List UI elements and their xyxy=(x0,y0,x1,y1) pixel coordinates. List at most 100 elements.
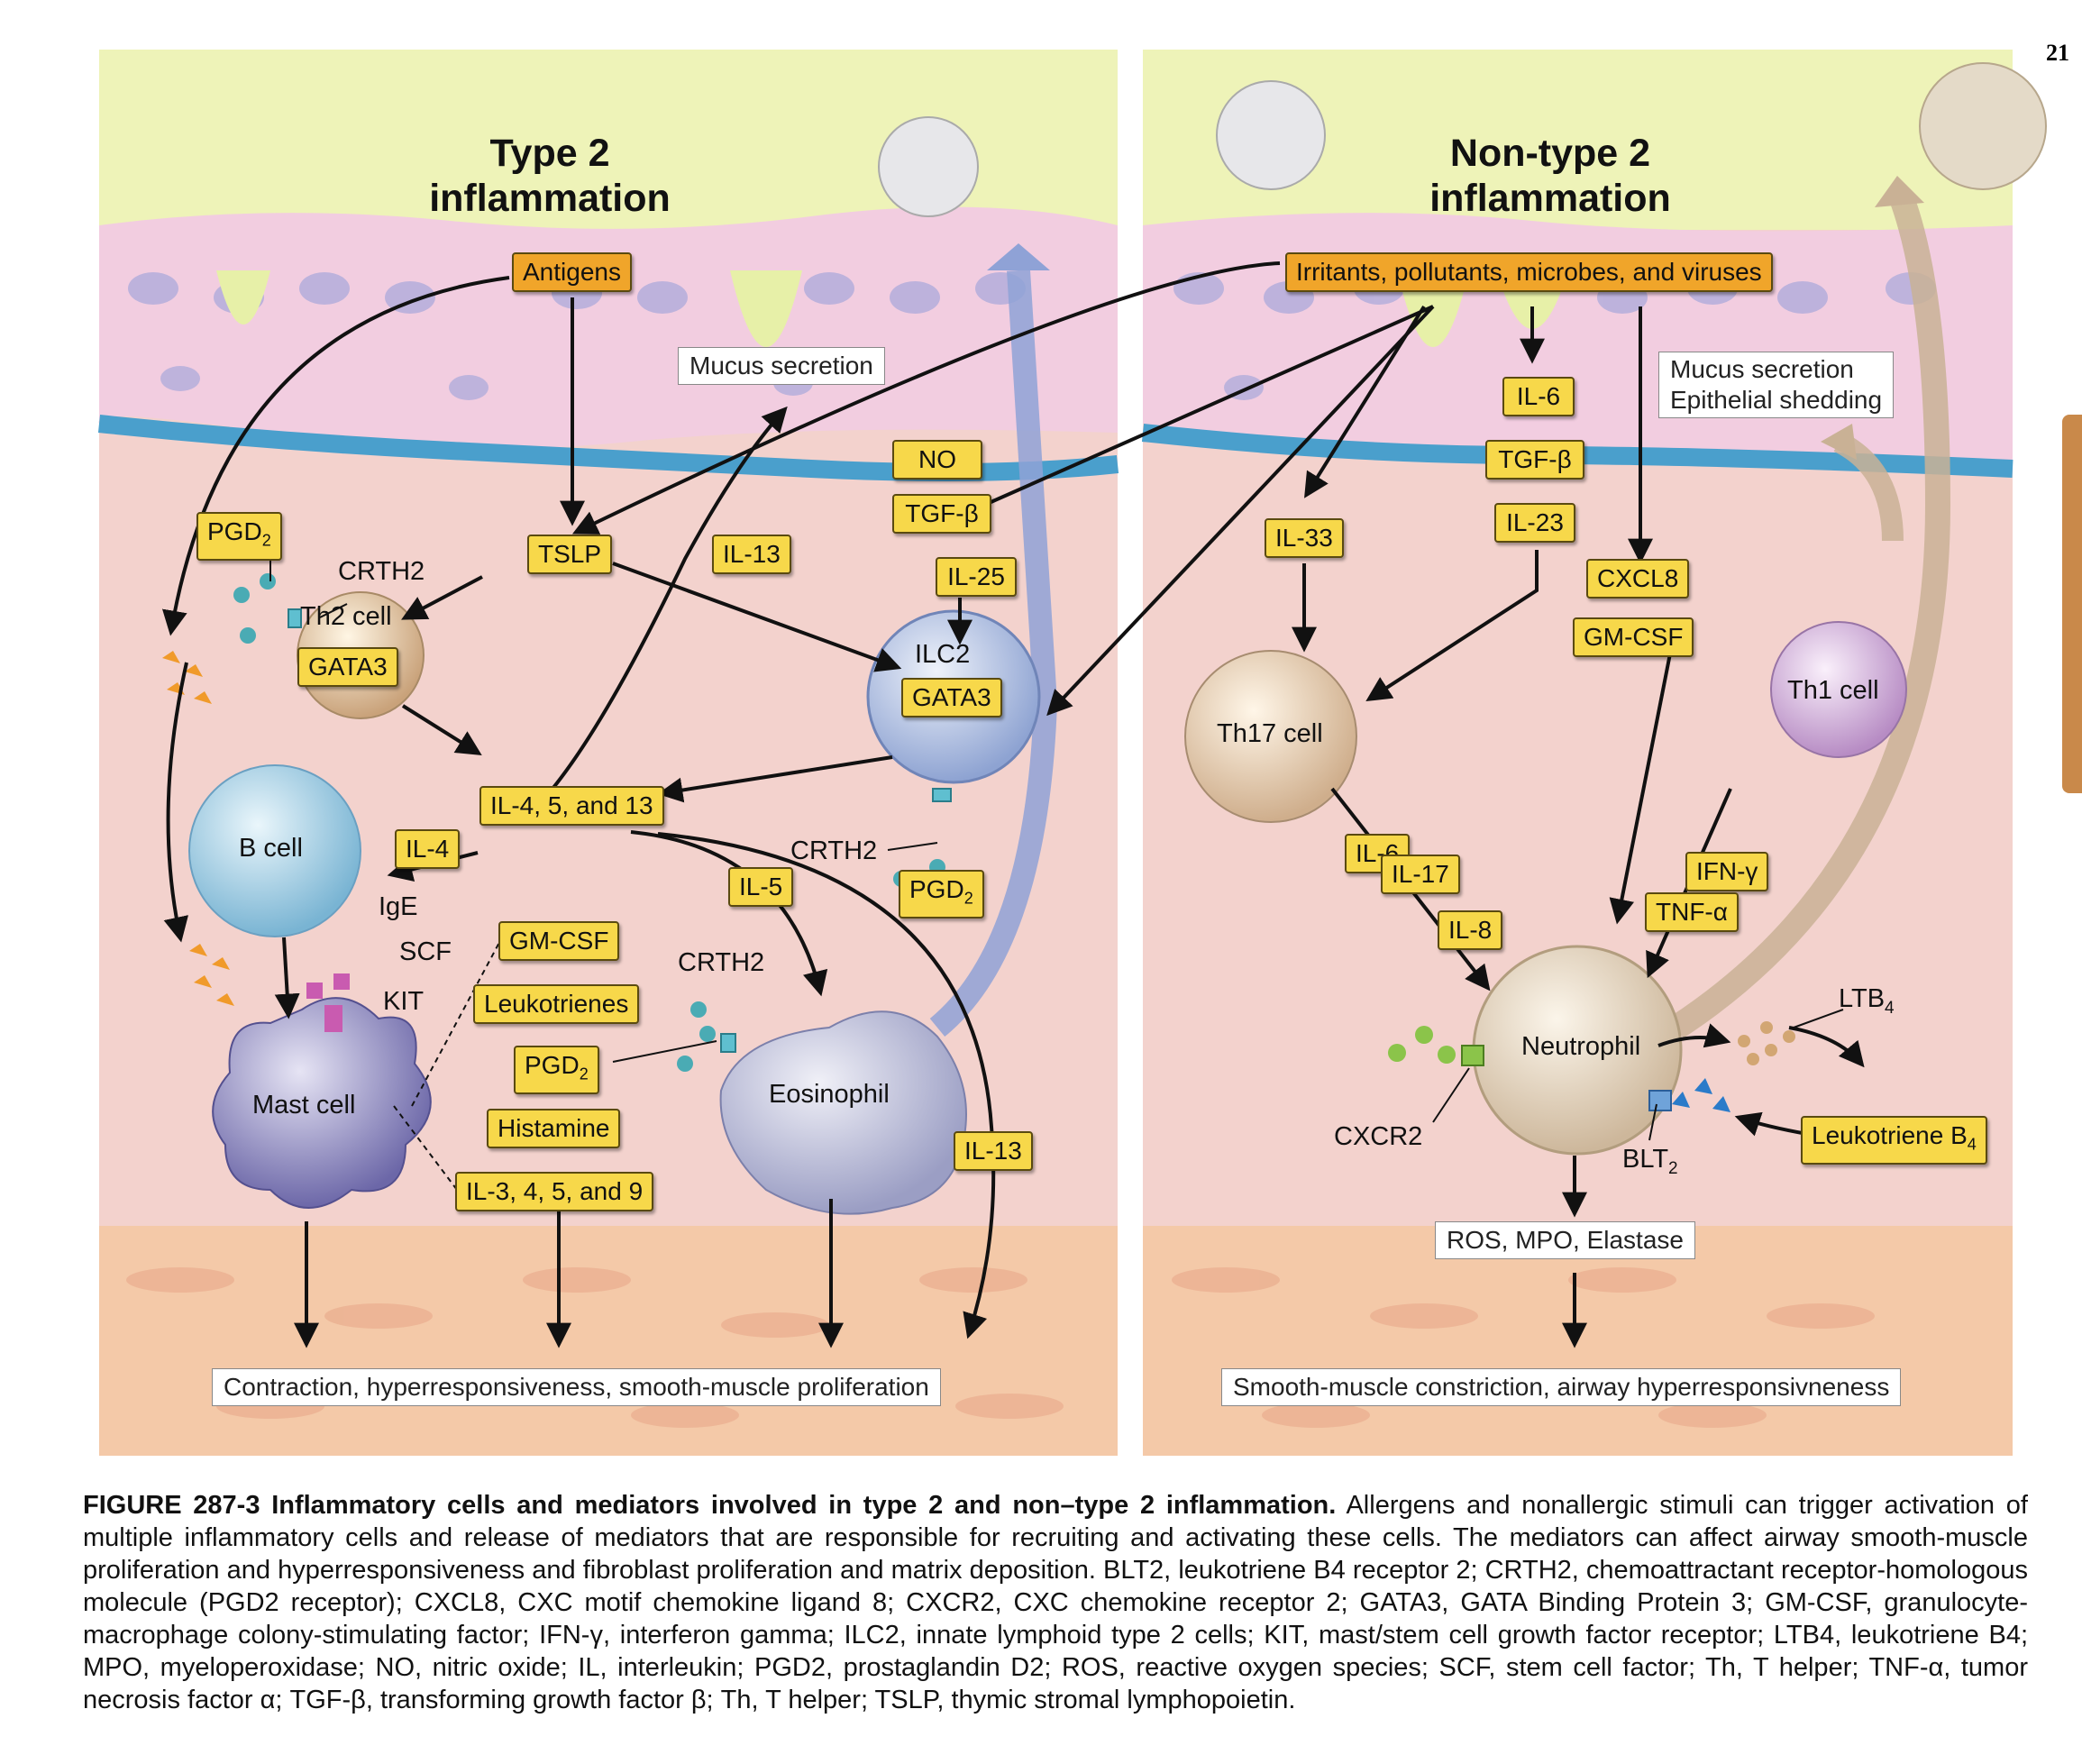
gata3-th2-box: GATA3 xyxy=(297,647,398,687)
pgd2-mast-text: PGD xyxy=(525,1051,580,1079)
pgd2-molecules-eos xyxy=(677,1001,716,1072)
right-title-line1: Non-type 2 xyxy=(1449,132,1651,175)
cxcr2-pointer xyxy=(1432,1067,1470,1123)
leukotriene-b4-text: Leukotriene B xyxy=(1812,1121,1968,1149)
left-title: Type 2 inflammation xyxy=(379,131,721,221)
neutrophil-label: Neutrophil xyxy=(1521,1032,1641,1061)
crth2-ilc2-pointer xyxy=(887,842,938,851)
blt2-sub: 2 xyxy=(1668,1158,1678,1178)
th17-cell-label: Th17 cell xyxy=(1217,719,1323,748)
mucus-shedding-line1: Mucus secretion xyxy=(1670,355,1854,383)
eosinophil-mucus-arrow xyxy=(929,270,1058,1037)
eosinophil-label: Eosinophil xyxy=(769,1080,890,1109)
crth2-th2-pointer xyxy=(319,603,348,618)
left-title-line2: inflammation xyxy=(429,177,671,220)
tgf-beta-right-box: TGF-β xyxy=(1485,440,1584,480)
ige-label: IgE xyxy=(379,892,418,921)
no-box: NO xyxy=(892,440,982,480)
tnf-alpha-box: TNF-α xyxy=(1645,892,1739,932)
ros-box: ROS, MPO, Elastase xyxy=(1435,1221,1695,1259)
leukotriene-b4-sub: 4 xyxy=(1967,1135,1977,1154)
antigens-box: Antigens xyxy=(512,252,632,292)
neutrophil-mucus-arrowhead xyxy=(1821,424,1857,460)
th1-cell-label: Th1 cell xyxy=(1787,676,1879,705)
il4-box: IL-4 xyxy=(395,829,461,869)
cxcr2-label: CXCR2 xyxy=(1334,1122,1423,1151)
kit-label: KIT xyxy=(383,987,425,1016)
blt2-text: BLT xyxy=(1622,1145,1669,1174)
pgd2-ilc2-box: PGD2 xyxy=(899,870,984,919)
pgd2-molecules-th2 xyxy=(233,573,276,644)
mast-dash-bottom xyxy=(393,1105,458,1191)
pgd2-th2-sub: 2 xyxy=(261,531,271,550)
th17-cell xyxy=(1184,650,1357,823)
mucus-shedding-line2: Epithelial shedding xyxy=(1670,386,1883,414)
il23-box: IL-23 xyxy=(1494,503,1575,543)
mast-dash-top xyxy=(411,937,503,1107)
gm-csf-right-box: GM-CSF xyxy=(1573,617,1694,657)
ilc2-label: ILC2 xyxy=(915,640,971,669)
leukotrienes-box: Leukotrienes xyxy=(473,984,640,1024)
scf-label: SCF xyxy=(399,937,452,966)
pgd2-ilc2-text: PGD xyxy=(909,875,964,903)
il13-bottom-box: IL-13 xyxy=(954,1131,1033,1171)
neutrophil-shedding-arrow xyxy=(1669,194,1951,1038)
ltb4-text: LTB xyxy=(1839,984,1886,1013)
kit-receptor xyxy=(306,973,350,1032)
il-3-4-5-9-box: IL-3, 4, 5, and 9 xyxy=(455,1172,654,1211)
lumen-cell xyxy=(1216,80,1326,190)
il13-top-box: IL-13 xyxy=(712,535,791,574)
irritants-box: Irritants, pollutants, microbes, and vir… xyxy=(1285,252,1773,292)
il33-box: IL-33 xyxy=(1265,518,1344,558)
eosinophil-mucus-arrowhead xyxy=(987,243,1050,270)
caption-text: Allergens and nonallergic stimuli can tr… xyxy=(83,1491,2028,1714)
gm-csf-left-box: GM-CSF xyxy=(498,921,620,961)
th2-cell-label: Th2 cell xyxy=(300,602,392,631)
left-title-line1: Type 2 xyxy=(489,132,610,175)
il17-box: IL-17 xyxy=(1381,855,1460,894)
caption-label: FIGURE 287-3 Inflammatory cells and medi… xyxy=(83,1491,1337,1520)
pgd2-eos-line xyxy=(612,1040,717,1063)
pgd2-mast-box: PGD2 xyxy=(514,1046,599,1094)
histamine-box: Histamine xyxy=(487,1109,621,1148)
ltb4-sub: 4 xyxy=(1885,998,1895,1018)
mast-cell xyxy=(212,997,432,1209)
mast-cell-label: Mast cell xyxy=(252,1091,356,1120)
crth2-eos-label: CRTH2 xyxy=(678,948,765,977)
ltb4-molecules xyxy=(1738,1021,1795,1065)
right-title-line2: inflammation xyxy=(1429,177,1671,220)
tgf-beta-box: TGF-β xyxy=(892,494,991,534)
blt2-label: BLT2 xyxy=(1622,1145,1678,1179)
pgd2-th2-text: PGD xyxy=(207,517,262,545)
right-title: Non-type 2 inflammation xyxy=(1370,131,1730,221)
th1-cell xyxy=(1770,621,1907,758)
mucus-shedding-box: Mucus secretion Epithelial shedding xyxy=(1658,352,1895,418)
lumen-neutrophil xyxy=(1919,62,2047,190)
crth2-th2-label: CRTH2 xyxy=(338,557,425,586)
neutrophil-shedding-arrowhead xyxy=(1875,176,1924,207)
left-arrows xyxy=(161,261,1435,1348)
gata3-ilc2-box: GATA3 xyxy=(901,678,1002,717)
pgd2-mast-sub: 2 xyxy=(579,1065,589,1083)
pgd2-th2-box: PGD2 xyxy=(196,512,282,561)
leukotriene-b4-molecules xyxy=(1672,1078,1730,1112)
leukotriene-b4-box: Leukotriene B4 xyxy=(1801,1116,1987,1165)
eosinophil-cell xyxy=(719,1010,967,1215)
ifn-gamma-box: IFN-γ xyxy=(1685,852,1769,891)
ltb4-label: LTB4 xyxy=(1839,984,1895,1019)
crth2-receptors xyxy=(288,608,952,1053)
crth2-ilc2-label: CRTH2 xyxy=(790,836,878,865)
figure-caption: FIGURE 287-3 Inflammatory cells and medi… xyxy=(83,1489,2028,1716)
left-outcome-box: Contraction, hyperresponsiveness, smooth… xyxy=(212,1368,941,1406)
mucus-secretion-box: Mucus secretion xyxy=(678,347,885,385)
ltb4-pointer xyxy=(1793,1009,1844,1028)
il25-box: IL-25 xyxy=(936,557,1017,597)
pgd2-ilc2-sub: 2 xyxy=(963,889,973,908)
b-cell xyxy=(188,764,361,937)
chapter-tab xyxy=(2062,415,2082,793)
b-cell-label: B cell xyxy=(239,834,303,863)
cxcl8-molecules xyxy=(1388,1026,1456,1064)
blt2-receptor xyxy=(1648,1090,1672,1111)
right-outcome-box: Smooth-muscle constriction, airway hyper… xyxy=(1221,1368,1902,1406)
